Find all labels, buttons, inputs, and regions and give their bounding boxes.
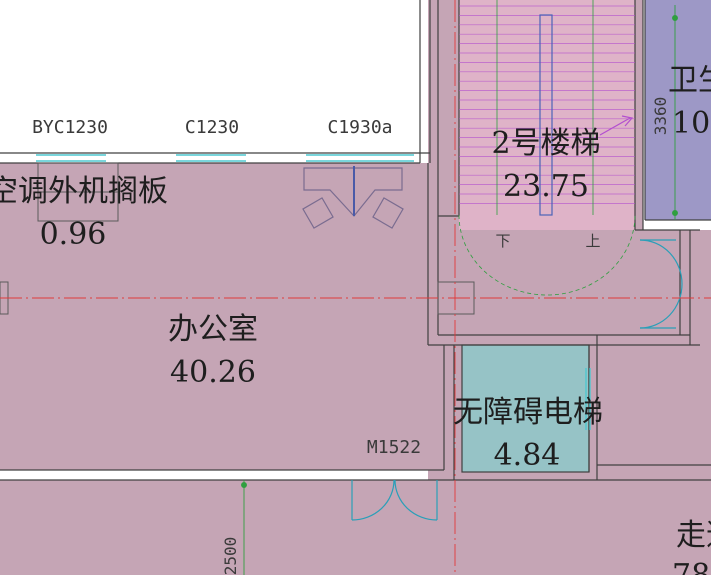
office-room[interactable] [0, 163, 428, 470]
room-name-corridor: 走道 [676, 518, 711, 553]
room-area-ac-shelf: 0.96 [40, 217, 107, 252]
stair-handrail [539, 14, 553, 216]
window-label-c1230: C1230 [185, 117, 239, 138]
stair-mark-down: 下 [495, 232, 510, 250]
dimension-3360: 3360 [651, 97, 670, 136]
room-name-elevator: 无障碍电梯 [453, 395, 603, 430]
room-area-toilet: 10. [672, 106, 711, 141]
walls [0, 0, 711, 481]
stair-arrow [599, 115, 634, 136]
room-name-toilet: 卫生 [668, 63, 711, 98]
room-area-stair: 23.75 [503, 169, 589, 204]
toilet-room[interactable] [645, 0, 711, 220]
door-label-m1522: M1522 [367, 437, 421, 458]
stair-stringers [496, 0, 594, 215]
dimension-2500: 2500 [221, 537, 240, 575]
room-name-office: 办公室 [168, 312, 258, 347]
elevator-room[interactable] [462, 345, 589, 472]
office-pivot-door[interactable] [302, 166, 404, 229]
room-area-elevator: 4.84 [494, 438, 561, 473]
stair-landing-arc [458, 214, 636, 296]
stair-treads [459, 5, 635, 204]
entry-door-m1522[interactable] [351, 479, 438, 521]
dimension-lines [241, 5, 678, 575]
stair-flight-area[interactable] [459, 0, 635, 230]
room-area-corridor: 78 [672, 558, 710, 575]
stair-exit-door[interactable] [639, 239, 683, 329]
stair-mark-up: 上 [585, 232, 600, 250]
room-name-ac-shelf: 空调外机搁板 [0, 174, 168, 209]
window-label-c1930a: C1930a [327, 117, 392, 138]
corridor-area[interactable] [0, 480, 711, 575]
room-name-stair: 2号楼梯 [491, 126, 600, 161]
window-label-byc1230: BYC1230 [32, 117, 108, 138]
room-area-office: 40.26 [170, 355, 256, 390]
windows [36, 154, 591, 430]
